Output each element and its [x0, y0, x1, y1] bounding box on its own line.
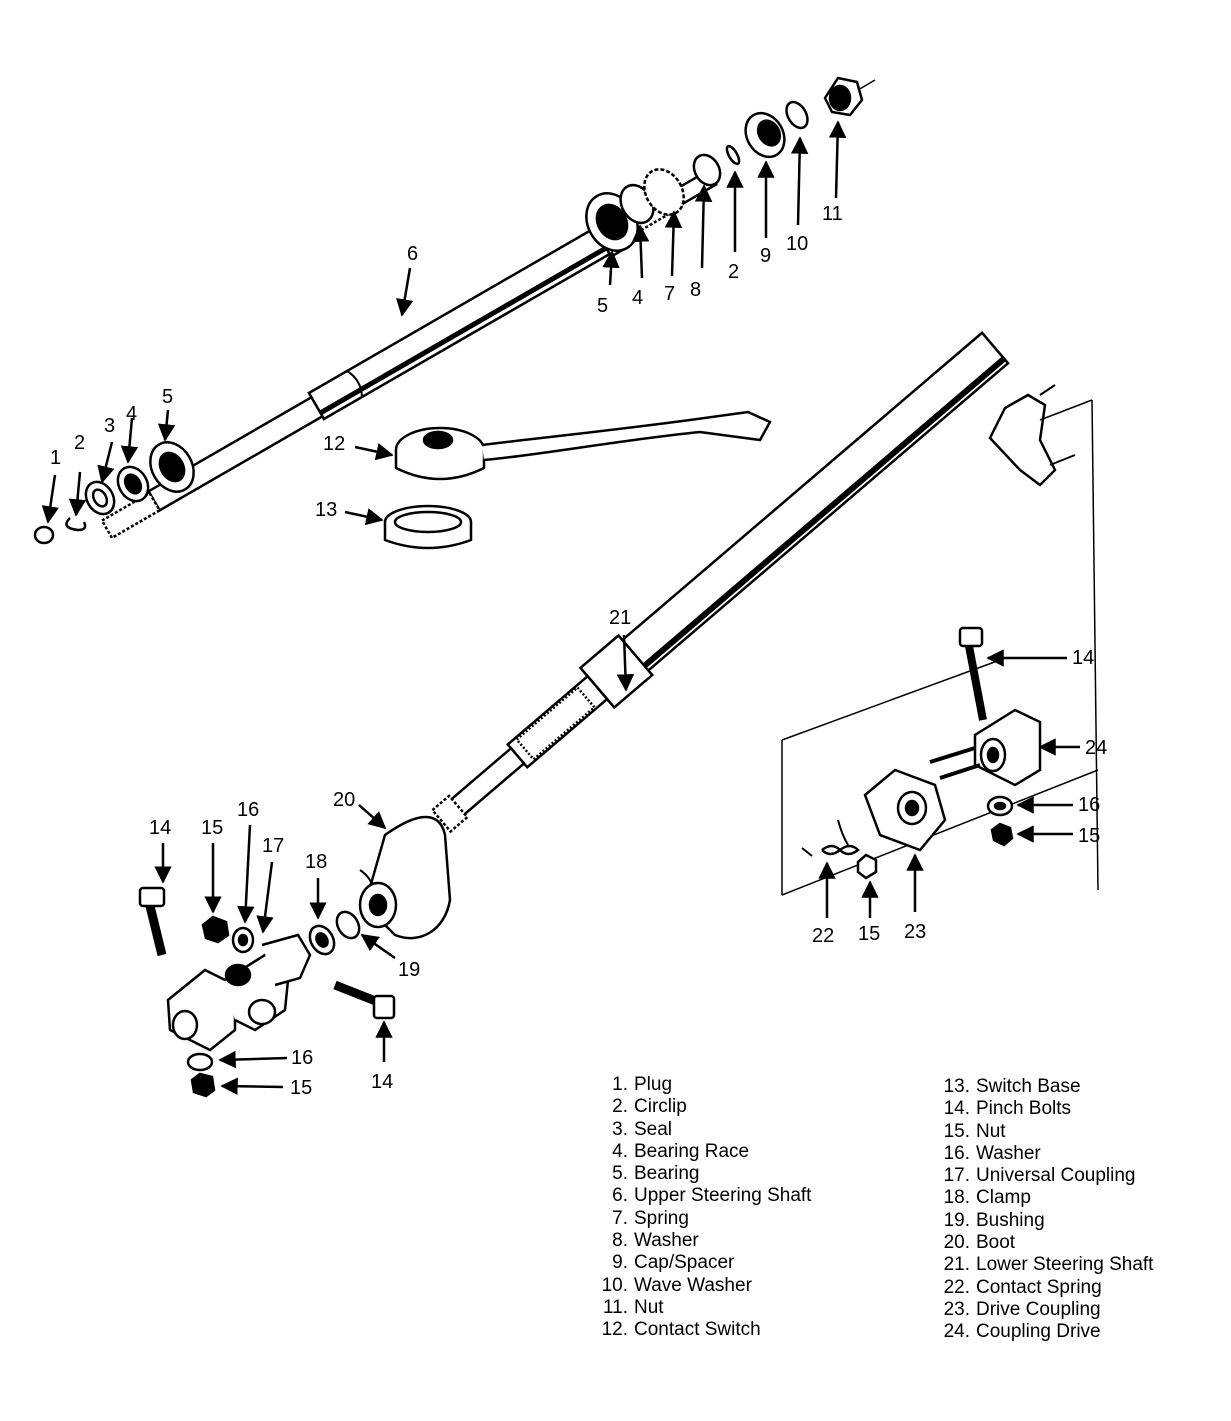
callout-10: 10	[786, 233, 808, 255]
callout-24: 24	[1085, 737, 1107, 759]
contact-switch	[394, 410, 772, 481]
callout-6: 6	[407, 243, 418, 265]
legend-item: 19.Bushing	[943, 1209, 1045, 1231]
callout-15-right: 15	[1078, 825, 1100, 847]
callout-14-left: 14	[149, 817, 171, 839]
callout-13: 13	[315, 499, 337, 521]
pinch-bolt-left	[138, 886, 167, 957]
legend-item: 5.Bearing	[612, 1163, 700, 1185]
legend-item: 18.Clamp	[943, 1187, 1031, 1209]
legend-item: 24.Coupling Drive	[943, 1321, 1101, 1343]
legend-item: 1.Plug	[612, 1074, 673, 1095]
legend-item: 11.Nut	[602, 1296, 664, 1318]
callout-15-left: 15	[201, 817, 223, 839]
legend-item: 14.Pinch Bolts	[943, 1098, 1072, 1120]
pinch-bolt-lower	[333, 980, 396, 1020]
callout-20: 20	[333, 789, 355, 811]
legend-item: 22.Contact Spring	[943, 1276, 1102, 1298]
nut-and-washer-left	[186, 915, 255, 1098]
callout-labels: 1 2 3 4 5 6 5 4 7 8 2 9 10 11 12 13 21 1…	[50, 203, 1107, 1099]
boot	[358, 815, 452, 940]
callout-23: 23	[904, 921, 926, 943]
legend-item: 3.Seal	[612, 1118, 673, 1140]
callout-3: 3	[104, 415, 115, 437]
callout-19: 19	[398, 959, 420, 981]
legend-item: 17.Universal Coupling	[943, 1165, 1136, 1187]
callout-7: 7	[664, 283, 675, 305]
callout-5-upper: 5	[597, 295, 608, 317]
legend-item: 13.Switch Base	[943, 1076, 1081, 1097]
legend-item: 7.Spring	[612, 1207, 689, 1229]
upper-bearing-assembly	[585, 76, 876, 252]
legend-item: 8.Washer	[612, 1230, 699, 1252]
callout-2-upper: 2	[728, 261, 739, 283]
universal-coupling	[166, 933, 312, 1052]
callout-5: 5	[162, 386, 173, 408]
callout-18: 18	[305, 851, 327, 873]
callout-16-left: 16	[237, 799, 259, 821]
callout-8: 8	[690, 279, 701, 301]
drive-coupling	[863, 768, 947, 852]
washer-and-nut-right	[986, 795, 1014, 847]
legend-item: 9.Cap/Spacer	[612, 1252, 735, 1274]
legend-item: 20.Boot	[943, 1232, 1016, 1254]
legend-item: 4.Bearing Race	[612, 1140, 750, 1162]
upper-shaft-lower-end-parts	[33, 441, 195, 545]
switch-base	[383, 504, 473, 550]
lower-steering-shaft	[430, 331, 1076, 834]
callout-arrows	[41, 120, 1080, 1096]
callout-14-right: 14	[1072, 647, 1094, 669]
callout-16-right: 16	[1078, 794, 1100, 816]
callout-1: 1	[50, 447, 61, 469]
callout-14-bottom: 14	[371, 1071, 393, 1093]
legend-item: 15.Nut	[943, 1120, 1006, 1142]
callout-2: 2	[74, 432, 85, 454]
callout-12: 12	[323, 433, 345, 455]
legend-item: 23.Drive Coupling	[943, 1298, 1101, 1320]
callout-4: 4	[126, 403, 137, 425]
callout-16-bottom: 16	[291, 1047, 313, 1069]
legend-left: 1.Plug 2.Circlip 3.Seal 4.Bearing Race 5…	[598, 1074, 812, 1342]
callout-22: 22	[812, 925, 834, 947]
legend-item: 12.Contact Switch	[601, 1319, 761, 1341]
legend-item: 6.Upper Steering Shaft	[612, 1185, 812, 1207]
coupling-drive	[929, 708, 1042, 787]
legend-right: 13.Switch Base 14.Pinch Bolts 15.Nut 16.…	[940, 1076, 1154, 1344]
callout-11: 11	[822, 203, 843, 225]
legend-item: 21.Lower Steering Shaft	[943, 1254, 1154, 1276]
callout-4-upper: 4	[632, 287, 643, 309]
legend-item: 10.Wave Washer	[601, 1274, 752, 1296]
legend-item: 2.Circlip	[612, 1096, 687, 1118]
bushing-and-clamp	[308, 910, 361, 956]
callout-9: 9	[760, 245, 771, 267]
callout-15-spring: 15	[858, 923, 880, 945]
legend-item: 16.Washer	[943, 1142, 1041, 1164]
callout-15-bottom: 15	[290, 1077, 312, 1099]
callout-17: 17	[262, 835, 284, 857]
pinch-bolt-right	[958, 626, 987, 721]
contact-spring-and-nut	[801, 819, 878, 880]
callout-21: 21	[609, 607, 631, 629]
